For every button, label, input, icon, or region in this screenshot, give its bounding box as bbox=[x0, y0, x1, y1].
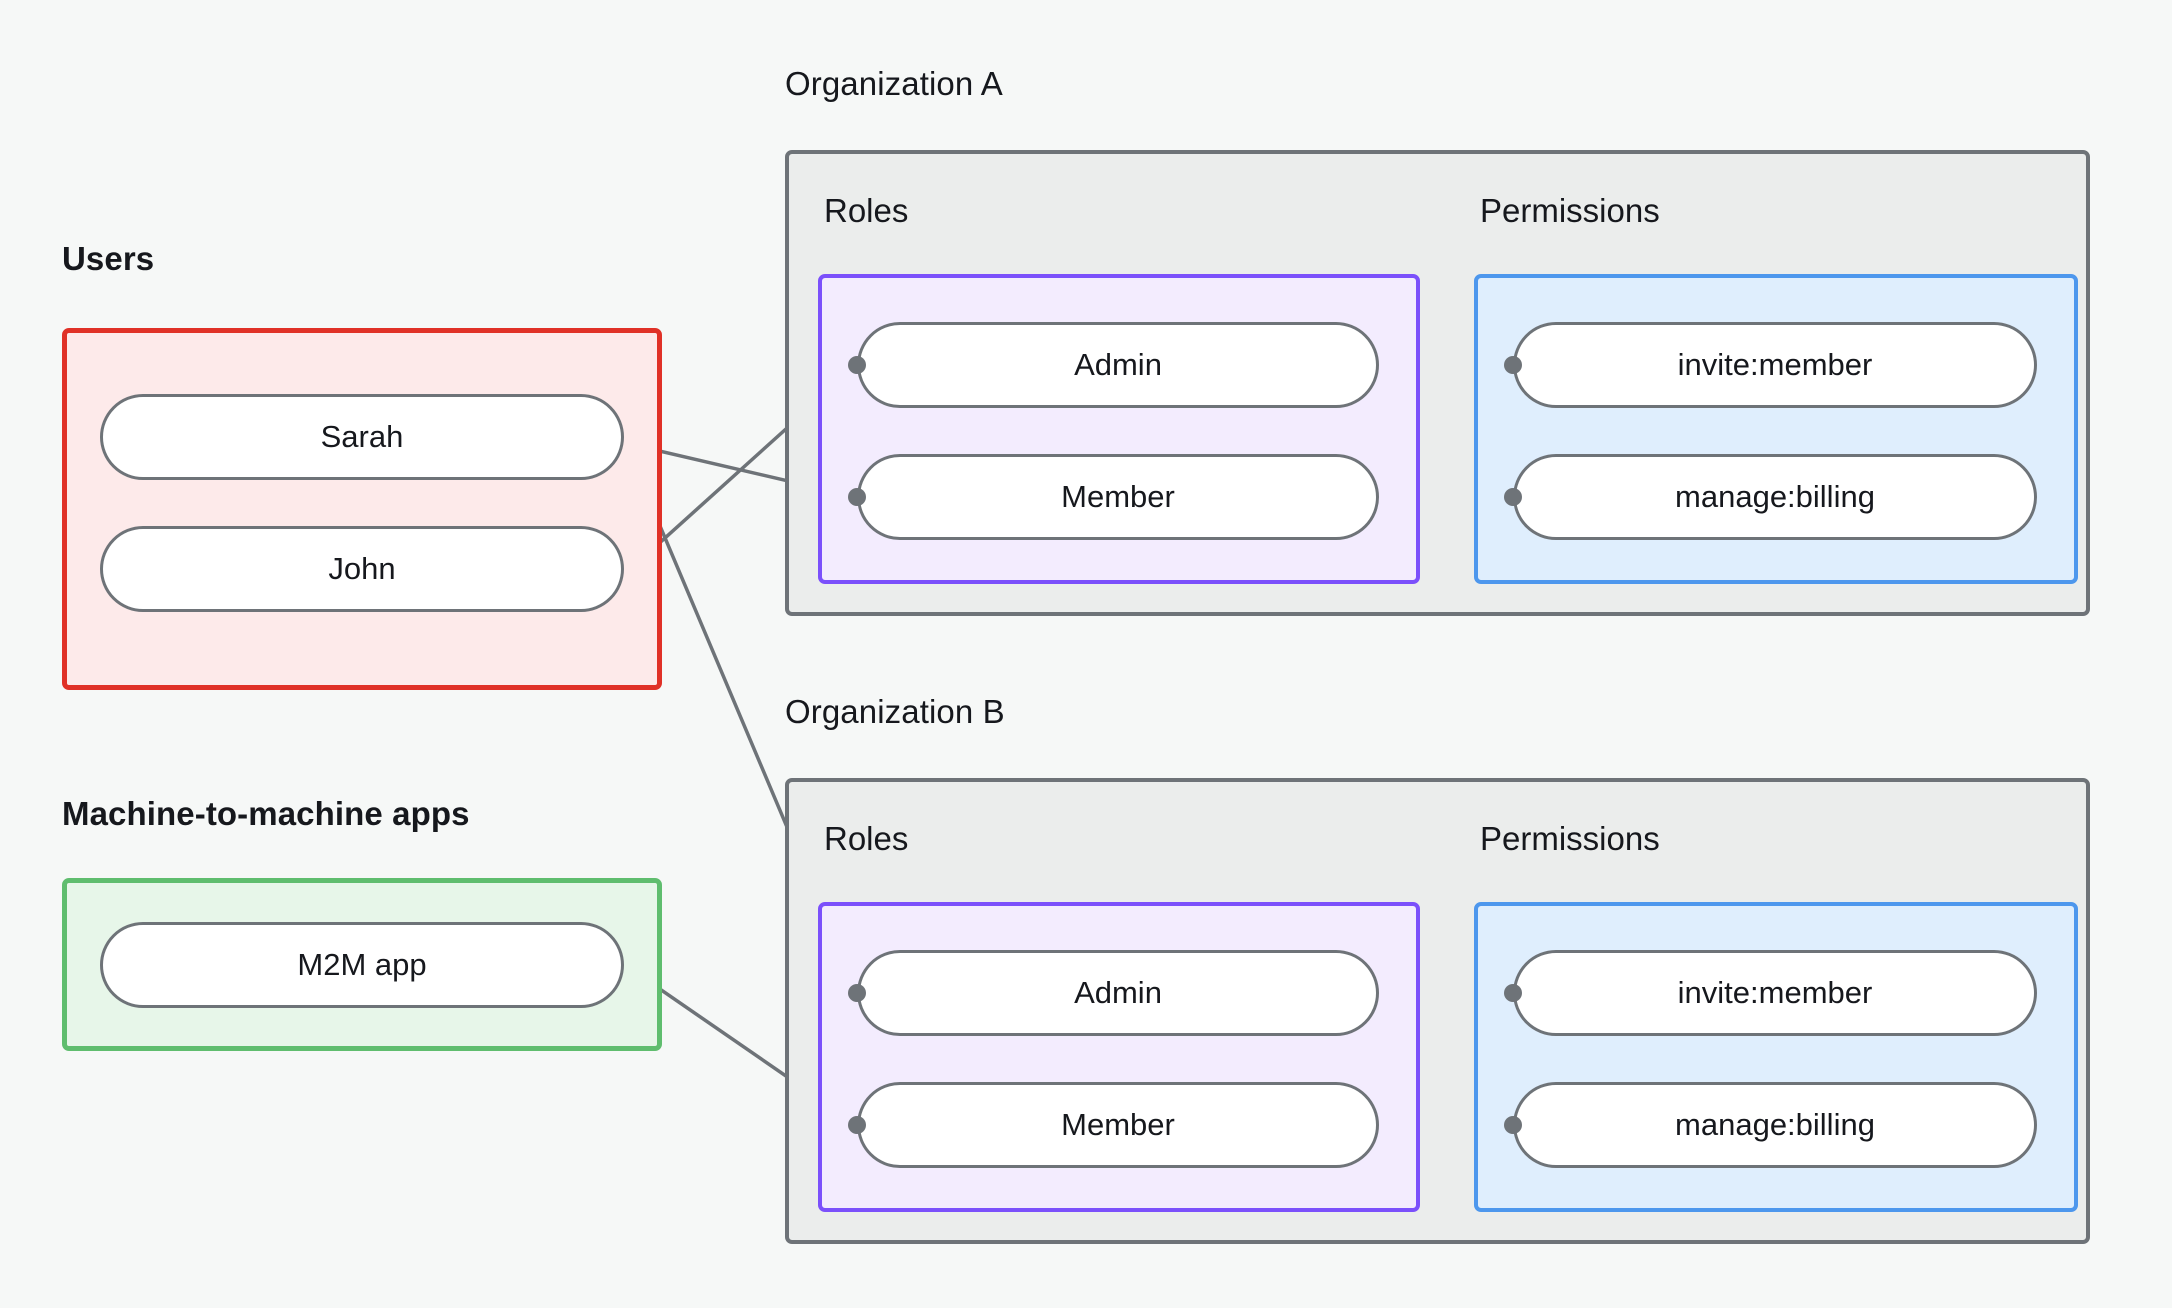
users-container bbox=[62, 328, 662, 690]
org-b-billing-connector-dot bbox=[1504, 1116, 1522, 1134]
org-a-invite-connector-dot bbox=[1504, 356, 1522, 374]
org-b-permissions-label: Permissions bbox=[1480, 820, 1660, 857]
org-a-permission-pill-manage-billing[interactable]: manage:billing bbox=[1513, 454, 2037, 540]
user-pill-sarah[interactable]: Sarah bbox=[100, 394, 624, 480]
org-b-label: Organization B bbox=[785, 693, 1005, 730]
org-b-role-pill-admin[interactable]: Admin bbox=[857, 950, 1379, 1036]
m2m-group-label: Machine-to-machine apps bbox=[62, 795, 470, 832]
org-b-permission-pill-manage-billing[interactable]: manage:billing bbox=[1513, 1082, 2037, 1168]
org-b-member-connector-dot bbox=[848, 1116, 866, 1134]
org-b-admin-connector-dot bbox=[848, 984, 866, 1002]
org-b-role-pill-member[interactable]: Member bbox=[857, 1082, 1379, 1168]
org-a-role-pill-admin[interactable]: Admin bbox=[857, 322, 1379, 408]
m2m-pill-app[interactable]: M2M app bbox=[100, 922, 624, 1008]
users-group-label: Users bbox=[62, 240, 155, 277]
org-a-admin-connector-dot bbox=[848, 356, 866, 374]
org-a-roles-label: Roles bbox=[824, 192, 909, 229]
org-a-permission-pill-invite-member[interactable]: invite:member bbox=[1513, 322, 2037, 408]
org-a-label: Organization A bbox=[785, 65, 1003, 102]
org-b-invite-connector-dot bbox=[1504, 984, 1522, 1002]
org-b-permission-pill-invite-member[interactable]: invite:member bbox=[1513, 950, 2037, 1036]
org-a-permissions-label: Permissions bbox=[1480, 192, 1660, 229]
org-a-role-pill-member[interactable]: Member bbox=[857, 454, 1379, 540]
org-a-member-connector-dot bbox=[848, 488, 866, 506]
org-b-roles-label: Roles bbox=[824, 820, 909, 857]
org-a-billing-connector-dot bbox=[1504, 488, 1522, 506]
user-pill-john[interactable]: John bbox=[100, 526, 624, 612]
